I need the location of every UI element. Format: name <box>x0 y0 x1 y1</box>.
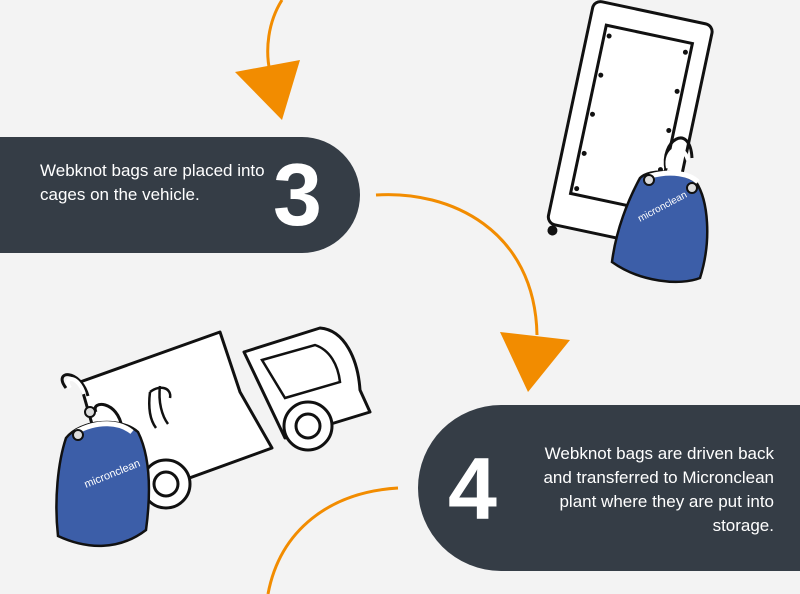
flow-curve-top <box>266 0 284 73</box>
step-4-text: Webknot bags are driven back and transfe… <box>543 444 774 535</box>
step-3-panel: Webknot bags are placed into cages on th… <box>0 137 360 253</box>
step-3-number: 3 <box>273 145 322 244</box>
arrowhead-middle <box>500 332 570 392</box>
webknot-bag-van: micronclean <box>55 373 151 547</box>
arrowhead-top <box>235 60 300 120</box>
webknot-bag-cage: micronclean <box>610 136 709 284</box>
step-3-text: Webknot bags are placed into cages on th… <box>40 161 265 204</box>
step-4-number: 4 <box>448 439 497 538</box>
flow-curve-bottom <box>266 486 399 594</box>
step-4-panel: 4 Webknot bags are driven back and trans… <box>418 405 800 571</box>
flow-curve-middle <box>375 193 539 336</box>
